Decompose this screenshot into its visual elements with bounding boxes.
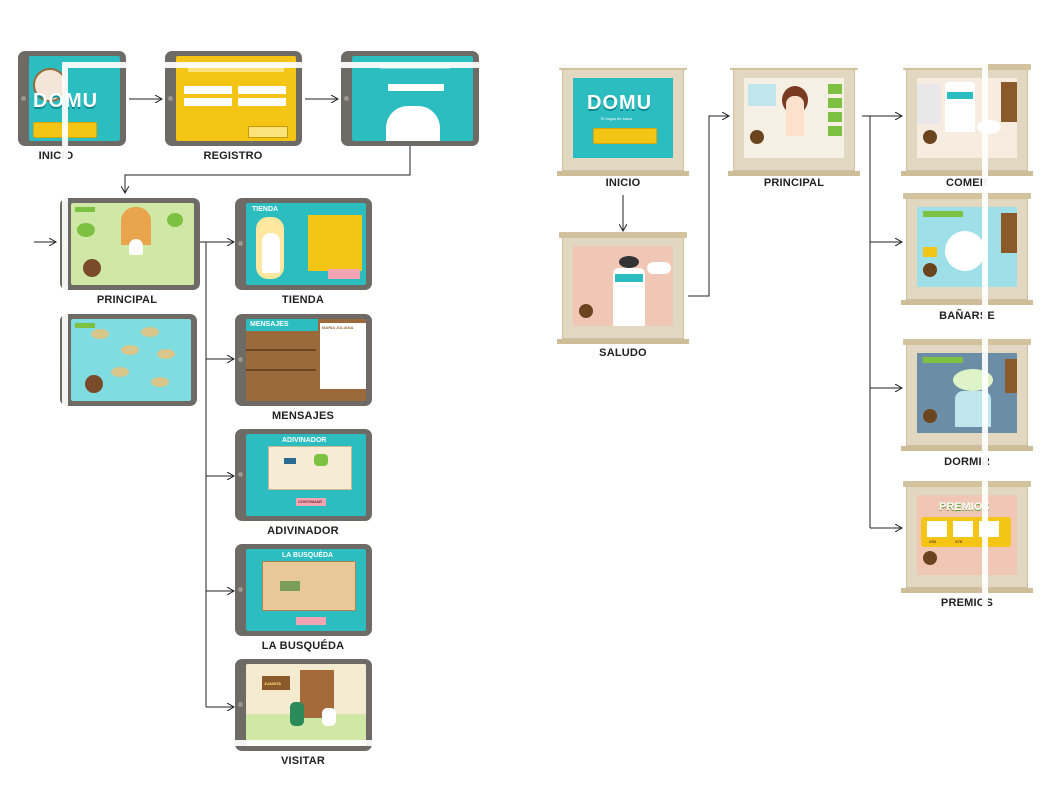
screen-inicio-right[interactable]: DOMU El hogar de todos — [557, 64, 689, 176]
screen-mensajes[interactable]: MENSAJES MARIA JULIANA — [235, 314, 372, 406]
mensajes-contact: MARIA JULIANA — [322, 325, 354, 330]
label-tienda: TIENDA — [281, 294, 325, 306]
label-inicio-right: INICIO — [605, 177, 641, 189]
label-premios: PREMIOS — [940, 597, 994, 609]
premio-item-0: X50 — [929, 539, 937, 544]
domu-tagline: El hogar de todos — [601, 116, 633, 121]
label-busqueda: LA BUSQUÉDA — [261, 640, 345, 652]
label-mensajes: MENSAJES — [271, 410, 335, 422]
screen-banarse[interactable] — [901, 193, 1033, 305]
screen-premios[interactable]: PREMIOS X50 X75 — [901, 481, 1033, 593]
busqueda-title: LA BUSQUÉDA — [282, 552, 334, 559]
label-principal-right: PRINCIPAL — [763, 177, 825, 189]
label-comer: COMER — [946, 177, 988, 189]
screen-busqueda[interactable]: LA BUSQUÉDA — [235, 544, 372, 636]
tienda-title: TIENDA — [252, 206, 279, 213]
screen-registro[interactable] — [165, 51, 302, 146]
adivinador-title: ADIVINADOR — [282, 437, 327, 444]
start-button-right[interactable] — [593, 128, 657, 144]
label-banarse: BAÑARSE — [939, 310, 995, 322]
screen-saludo[interactable] — [557, 232, 689, 344]
label-dormir: DORMIR — [944, 456, 990, 468]
screen-comer[interactable] — [901, 64, 1033, 176]
label-visitar: VISITAR — [281, 755, 325, 767]
arrow-perfil-principal — [125, 146, 411, 193]
screen-adivinador[interactable]: ADIVINADOR CONTINUAR — [235, 429, 372, 521]
label-principal-left: PRINCIPAL — [96, 294, 158, 306]
overlay-frame — [62, 62, 988, 746]
screen-visitar[interactable]: JUANITA — [235, 659, 372, 751]
domu-logo-right: DOMU — [587, 92, 653, 114]
label-saludo: SALUDO — [599, 347, 647, 359]
mensajes-title: MENSAJES — [250, 321, 289, 328]
screen-principal-map[interactable] — [60, 314, 197, 406]
label-adivinador: ADIVINADOR — [267, 525, 339, 537]
arrow-saludo-principal — [688, 116, 729, 297]
premios-title: PREMIOS — [939, 501, 990, 513]
visitar-sign: JUANITA — [264, 681, 282, 686]
label-registro: REGISTRO — [203, 150, 263, 162]
screen-principal-left[interactable] — [60, 198, 200, 290]
premio-item-1: X75 — [955, 539, 963, 544]
continuar-label-adivinador[interactable]: CONTINUAR — [298, 499, 322, 504]
screen-tienda[interactable]: TIENDA — [235, 198, 372, 290]
